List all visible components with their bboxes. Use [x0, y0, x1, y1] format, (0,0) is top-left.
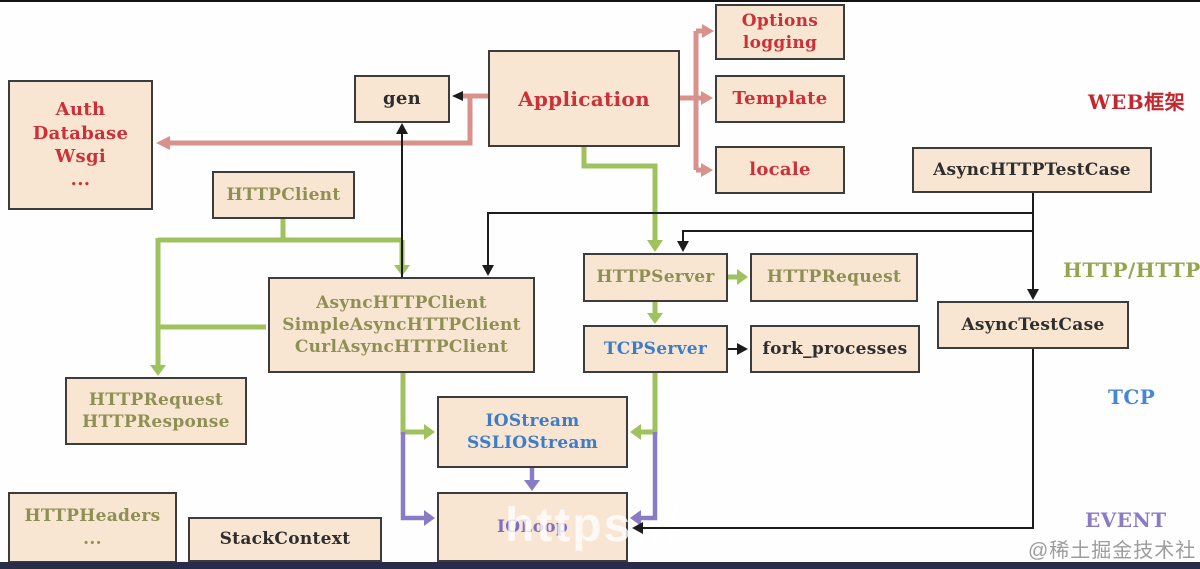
box-io-stream: IOStream SSLIOStream [437, 396, 628, 468]
box-application: Application [488, 50, 680, 147]
box-http-client: HTTPClient [212, 171, 355, 219]
box-stack-context: StackContext [188, 517, 382, 562]
arrow-asynchttpclient-to-gen [396, 123, 408, 277]
top-border-line [0, 0, 1200, 2]
label-http-https: HTTP/HTTPS [1063, 258, 1200, 282]
box-http-request: HTTPRequest [750, 253, 918, 302]
box-http-request-response: HTTPRequest HTTPResponse [65, 377, 247, 445]
arrow-httpserver-to-httprequest [728, 269, 748, 285]
box-template: Template [715, 75, 845, 123]
arrow-asynchttpclient-to-iostream [400, 373, 435, 440]
arrow-tcpserver-to-forkprocesses [728, 343, 748, 355]
arrow-tcpserver-to-iostream [630, 373, 658, 440]
box-fork-processes: fork_processes [750, 325, 920, 373]
box-auth-database-wsgi: Auth Database Wsgi ... [8, 80, 153, 210]
arrow-application-to-gen [452, 91, 470, 101]
box-http-server: HTTPServer [583, 253, 728, 302]
box-async-test-case: AsyncTestCase [937, 301, 1129, 349]
arrow-asynchttptestcase-to-httpserver [677, 230, 1033, 252]
box-locale: locale [715, 146, 845, 194]
box-gen: gen [354, 75, 450, 123]
community-watermark: @稀土掘金技术社区 [1028, 540, 1197, 562]
arrow-application-branch-right [680, 24, 714, 177]
arrow-left-to-ioloop [400, 432, 435, 526]
box-io-loop: IOLoop [437, 492, 628, 562]
box-tcp-server: TCPServer [583, 325, 728, 373]
label-tcp: TCP [1108, 385, 1156, 409]
box-http-headers: HTTPHeaders ... [8, 492, 177, 563]
label-web-framework: WEB框架 [1088, 90, 1186, 114]
box-options-logging: Options logging [715, 4, 845, 60]
box-async-http-client: AsyncHTTPClient SimpleAsyncHTTPClient Cu… [268, 277, 535, 373]
arrow-httpserver-to-tcpserver [647, 302, 663, 324]
arrow-asynctestcase-to-ioloop [632, 349, 1034, 534]
arrow-asynchttptestcase-to-asynctestcase [1027, 193, 1039, 300]
arrow-application-to-httpserver [581, 147, 663, 252]
label-event: EVENT [1085, 508, 1167, 532]
url-watermark: https:// [505, 499, 681, 552]
bottom-bar [0, 562, 1200, 569]
arrow-iostream-to-ioloop [524, 468, 540, 491]
box-async-http-test-case: AsyncHTTPTestCase [912, 147, 1152, 193]
